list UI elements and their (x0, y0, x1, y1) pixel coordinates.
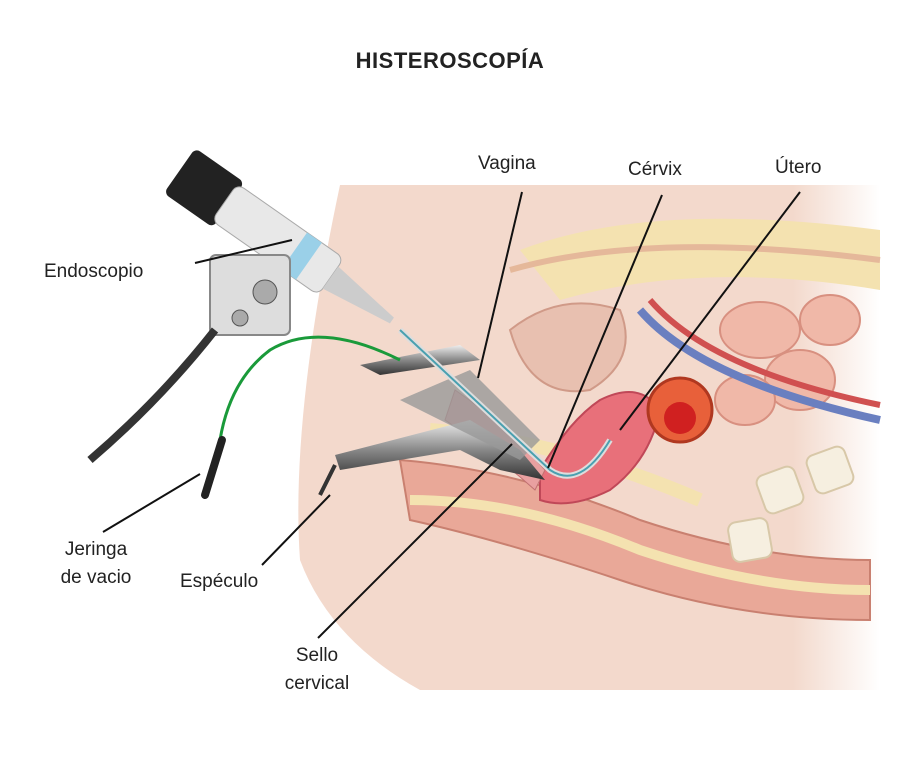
cable (87, 327, 219, 464)
label-sello-line1: Sello (295, 645, 339, 666)
leader-utero (619, 191, 801, 431)
label-vagina: Vagina (478, 153, 536, 174)
label-jeringa: Jeringa de vacio (46, 536, 146, 592)
diagram-title: HISTEROSCOPÍA (355, 48, 545, 73)
label-endoscopio: Endoscopio (44, 261, 144, 282)
leader-sello (317, 443, 513, 639)
intestines (714, 294, 861, 426)
endoscope-device (166, 150, 394, 324)
bladder (508, 302, 627, 393)
abdominal-fat (520, 218, 880, 300)
leader-vagina (477, 191, 523, 379)
syringe (201, 436, 226, 499)
leader-cervix (547, 194, 663, 469)
syringe-tube (218, 335, 401, 441)
leader-endoscopio (194, 239, 293, 264)
speculum-shape (318, 345, 545, 496)
label-sello-line2: cervical (284, 673, 350, 694)
label-cervix: Cérvix (628, 159, 682, 180)
label-jeringa-line2: de vacio (60, 567, 132, 588)
leader-especulo (261, 494, 331, 566)
label-sello-cervical: Sello cervical (272, 642, 362, 698)
leader-jeringa (102, 473, 201, 533)
label-utero: Útero (775, 157, 822, 178)
label-especulo: Espéculo (180, 571, 259, 592)
spine (727, 445, 855, 563)
camera-control-box (209, 254, 291, 336)
label-jeringa-line1: Jeringa (64, 539, 128, 560)
